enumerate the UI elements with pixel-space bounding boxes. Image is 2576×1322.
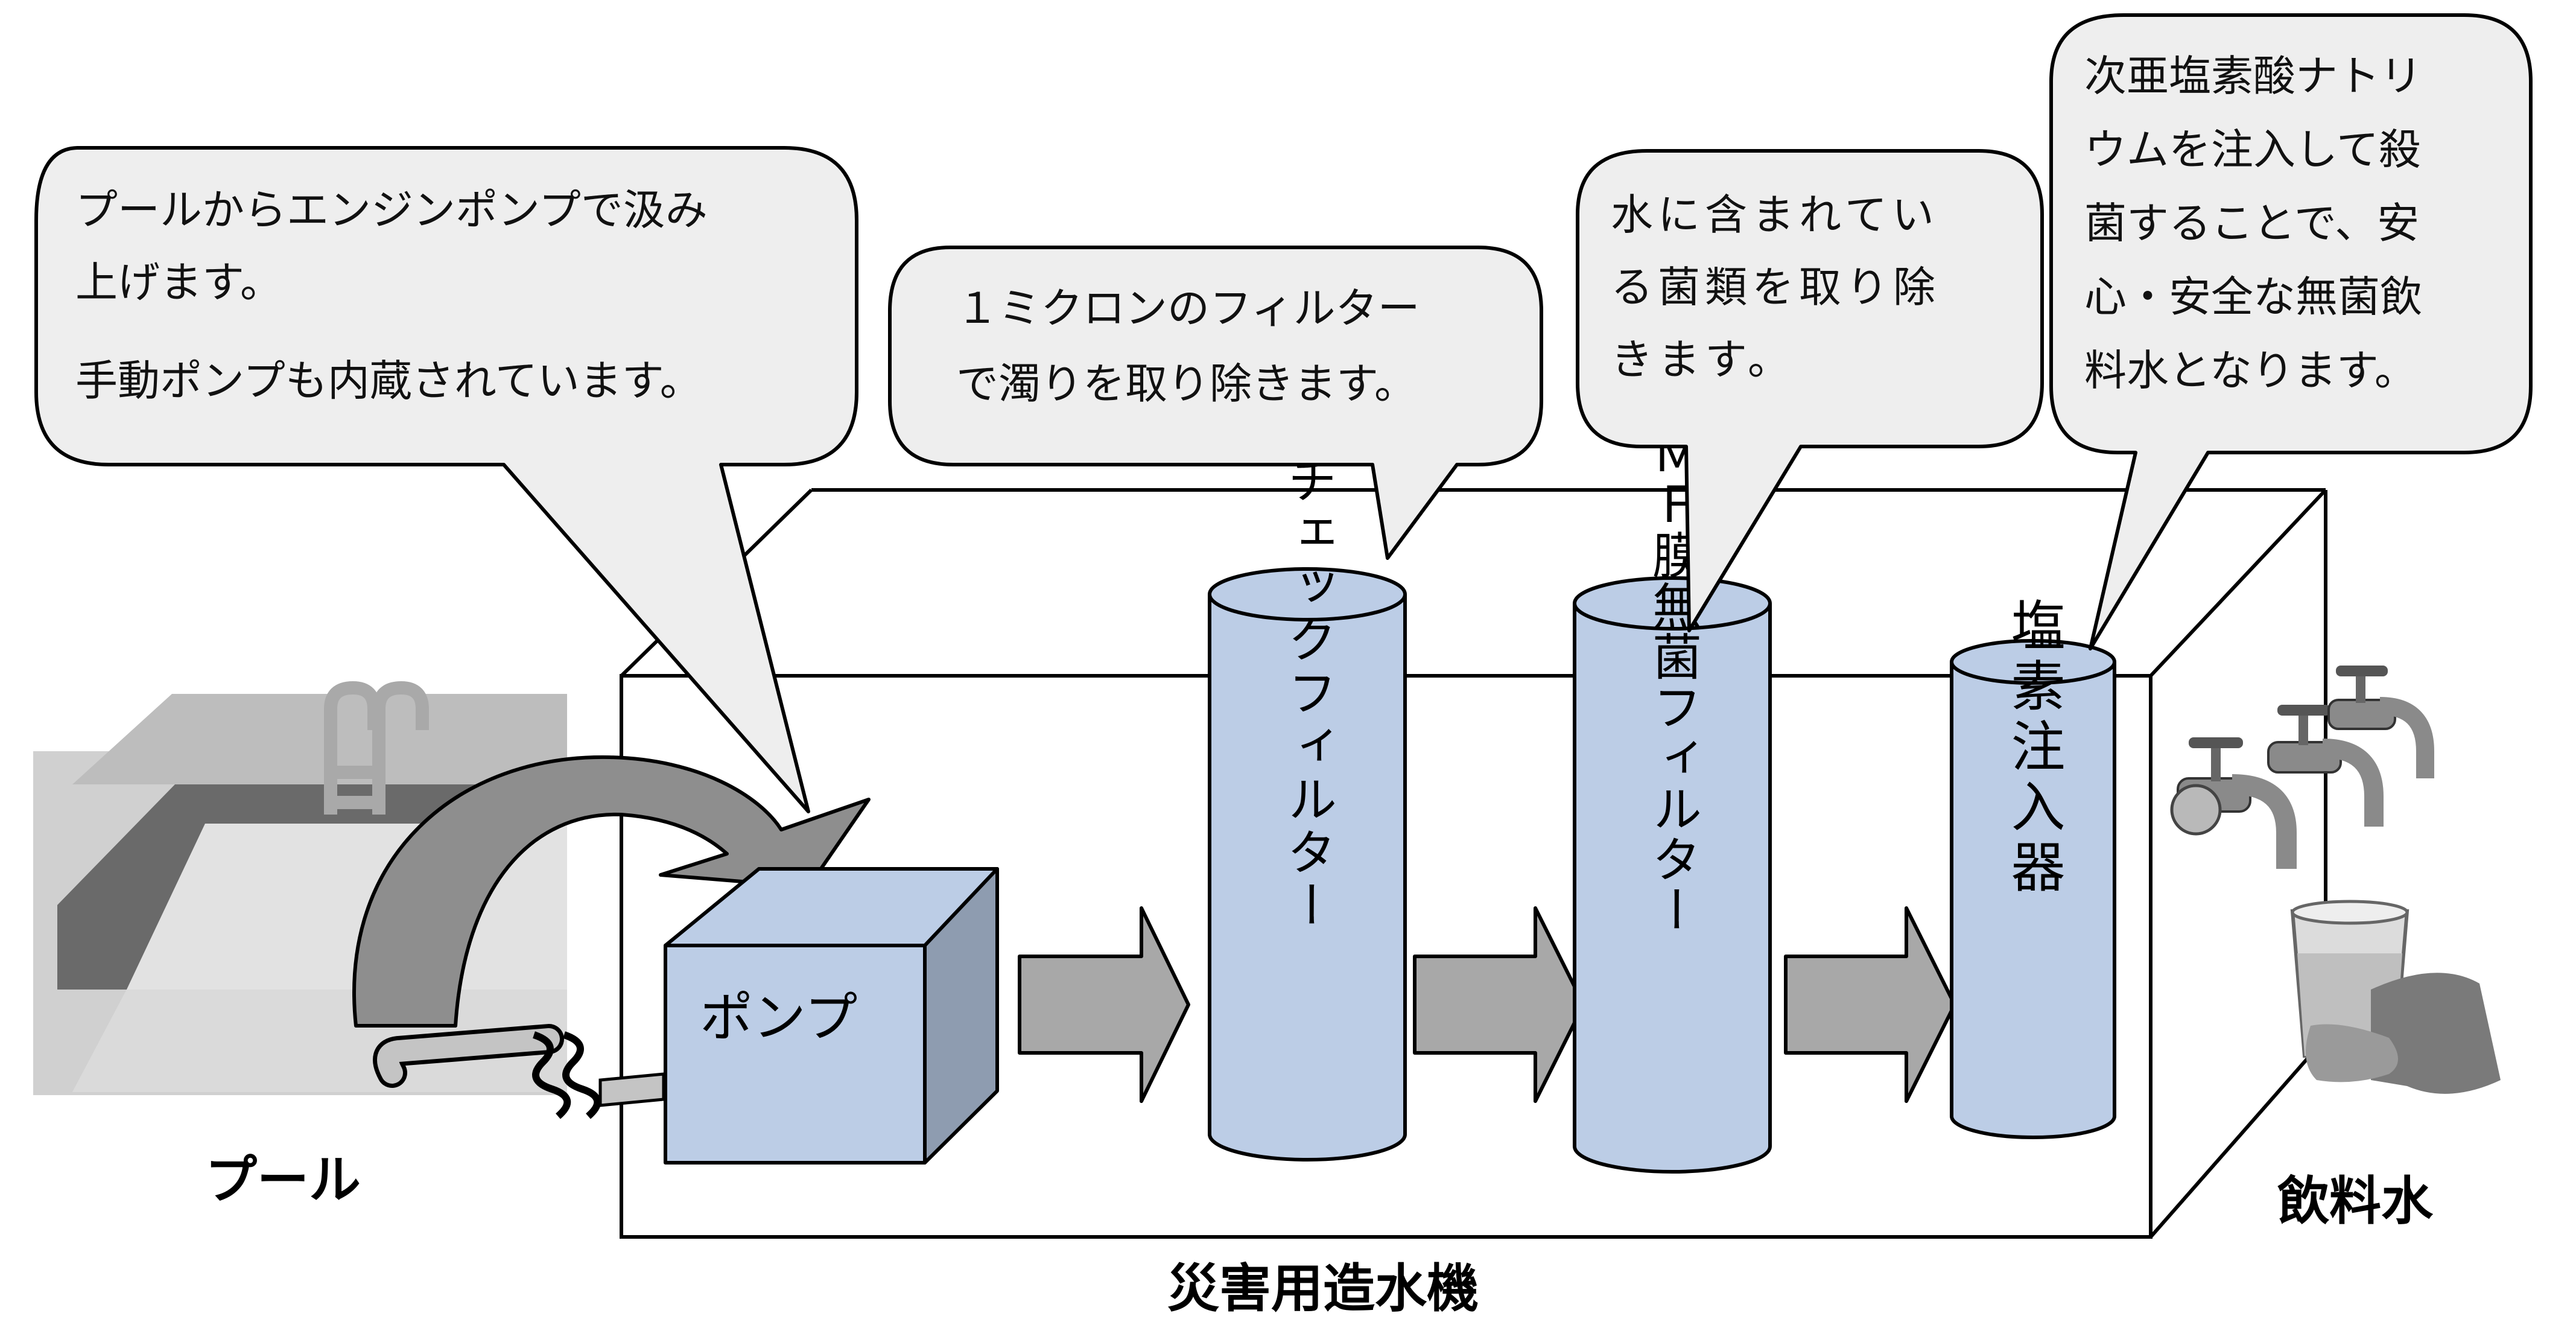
bubble-chlorine: 次亜塩素酸ナトリ ウムを注入して殺 菌することで、安 心・安全な無菌飲 料水とな… bbox=[2049, 13, 2533, 650]
curved-arrow bbox=[352, 755, 871, 1028]
faucets-illustration bbox=[2170, 666, 2434, 869]
check-filter-cylinder bbox=[1208, 567, 1407, 1162]
bubble-check-filter-line-2: で濁りを取り除きます。 bbox=[956, 359, 1416, 408]
bubble-pump-line-3: 手動ポンプも内蔵されています。 bbox=[75, 356, 702, 405]
machine-label: 災害用造水機 bbox=[1167, 1259, 1479, 1319]
pump-unit bbox=[664, 867, 999, 1165]
bubble-mf-filter: 水に含まれてい る菌類を取り除 きます。 bbox=[1576, 149, 2044, 632]
bubble-mf-filter-line-3: きます。 bbox=[1611, 335, 1795, 384]
bubble-chlorine-line-3: 菌することで、安 bbox=[2084, 199, 2419, 248]
bubble-chlorine-line-2: ウムを注入して殺 bbox=[2084, 125, 2421, 174]
bubble-pump: プールからエンジンポンプで汲み 上げます。 手動ポンプも内蔵されています。 bbox=[34, 146, 858, 813]
bubble-mf-filter-line-2: る菌類を取り除 bbox=[1611, 262, 1940, 312]
bubble-mf-filter-line-1: 水に含まれてい bbox=[1611, 190, 1939, 240]
flow-arrow-2 bbox=[1413, 906, 1585, 1103]
flow-arrow-3 bbox=[1784, 906, 1956, 1103]
faucet bbox=[2267, 705, 2384, 827]
faucet bbox=[2170, 737, 2297, 869]
check-filter-label: チェックフィルター bbox=[1279, 455, 1336, 933]
bubble-chlorine-line-4: 心・安全な無菌飲 bbox=[2084, 272, 2422, 322]
bubble-check-filter: １ミクロンのフィルター で濁りを取り除きます。 bbox=[888, 246, 1543, 560]
pool-ladder bbox=[324, 681, 429, 815]
chlorine-injector-cylinder bbox=[1950, 639, 2116, 1139]
glass-in-hand-illustration bbox=[2290, 900, 2501, 1094]
pump-label: ポンプ bbox=[700, 987, 857, 1049]
bubble-chlorine-line-5: 料水となります。 bbox=[2084, 346, 2417, 395]
chlorine-injector-label: 塩素注入器 bbox=[2002, 597, 2065, 899]
drinking-water-label: 飲料水 bbox=[2277, 1171, 2434, 1231]
bubble-pump-line-2: 上げます。 bbox=[75, 258, 282, 307]
bubble-pump-line-1: プールからエンジンポンプで汲み bbox=[75, 185, 708, 235]
intake-pipe bbox=[373, 1024, 665, 1119]
pool-label: プール bbox=[205, 1150, 361, 1210]
faucet bbox=[2327, 666, 2434, 778]
bubble-chlorine-line-1: 次亜塩素酸ナトリ bbox=[2084, 51, 2422, 101]
flow-arrows bbox=[1018, 906, 1956, 1103]
flow-arrow-1 bbox=[1018, 906, 1190, 1103]
bubble-check-filter-line-1: １ミクロンのフィルター bbox=[956, 284, 1420, 333]
mf-filter-cylinder bbox=[1573, 576, 1772, 1174]
